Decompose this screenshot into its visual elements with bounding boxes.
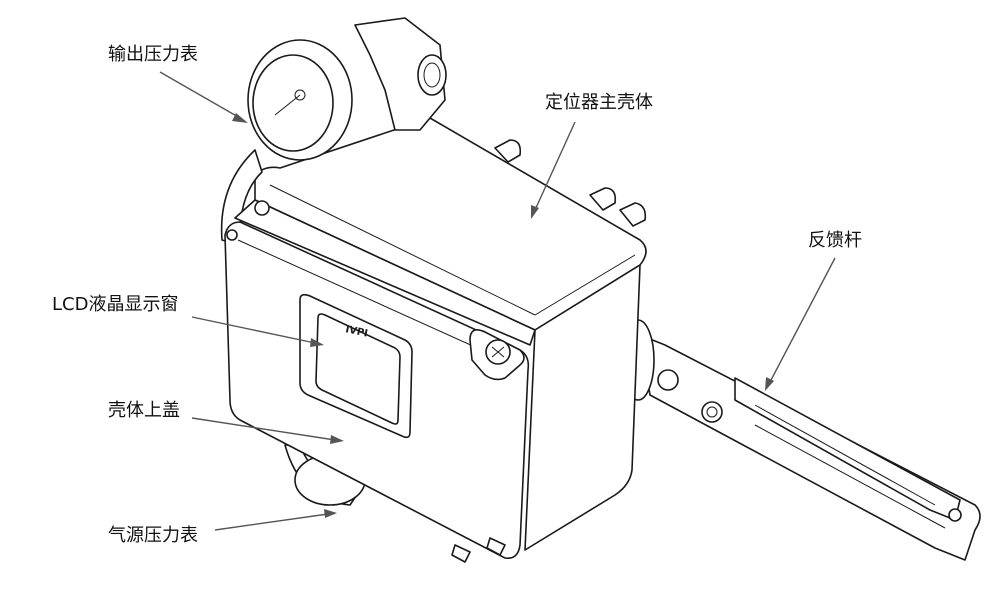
- label-output-gauge: 输出压力表: [108, 44, 198, 65]
- arrowhead-lcd-window: [310, 338, 324, 347]
- housing-rear-edge: [220, 149, 263, 246]
- leader-lines: [159, 71, 836, 531]
- display-brand-text: IVPI: [344, 324, 368, 339]
- leader-supply-gauge: [214, 513, 329, 531]
- label-main-housing: 定位器主壳体: [545, 92, 653, 113]
- output-pressure-gauge-drawing: [247, 17, 447, 161]
- label-housing-cover: 壳体上盖: [108, 400, 180, 421]
- label-feedback-lever: 反馈杆: [808, 230, 862, 251]
- leader-feedback-lever: [769, 257, 836, 383]
- arrowhead-output-gauge: [232, 113, 248, 123]
- arrowhead-housing-cover: [330, 435, 344, 444]
- label-lcd-window: LCD液晶显示窗: [52, 294, 179, 315]
- arrowhead-feedback-lever: [765, 377, 774, 391]
- arrowhead-main-housing: [531, 205, 539, 219]
- leader-lcd-window: [191, 316, 316, 344]
- feedback-lever-drawing: [639, 334, 981, 561]
- arrowhead-supply-gauge: [324, 509, 337, 518]
- lcd-window-drawing: [299, 293, 413, 439]
- leader-output-gauge: [159, 71, 241, 119]
- label-supply-gauge: 气源压力表: [108, 525, 198, 546]
- leader-main-housing: [534, 121, 576, 211]
- main-housing-drawing: [254, 117, 647, 551]
- leader-housing-cover: [191, 417, 336, 441]
